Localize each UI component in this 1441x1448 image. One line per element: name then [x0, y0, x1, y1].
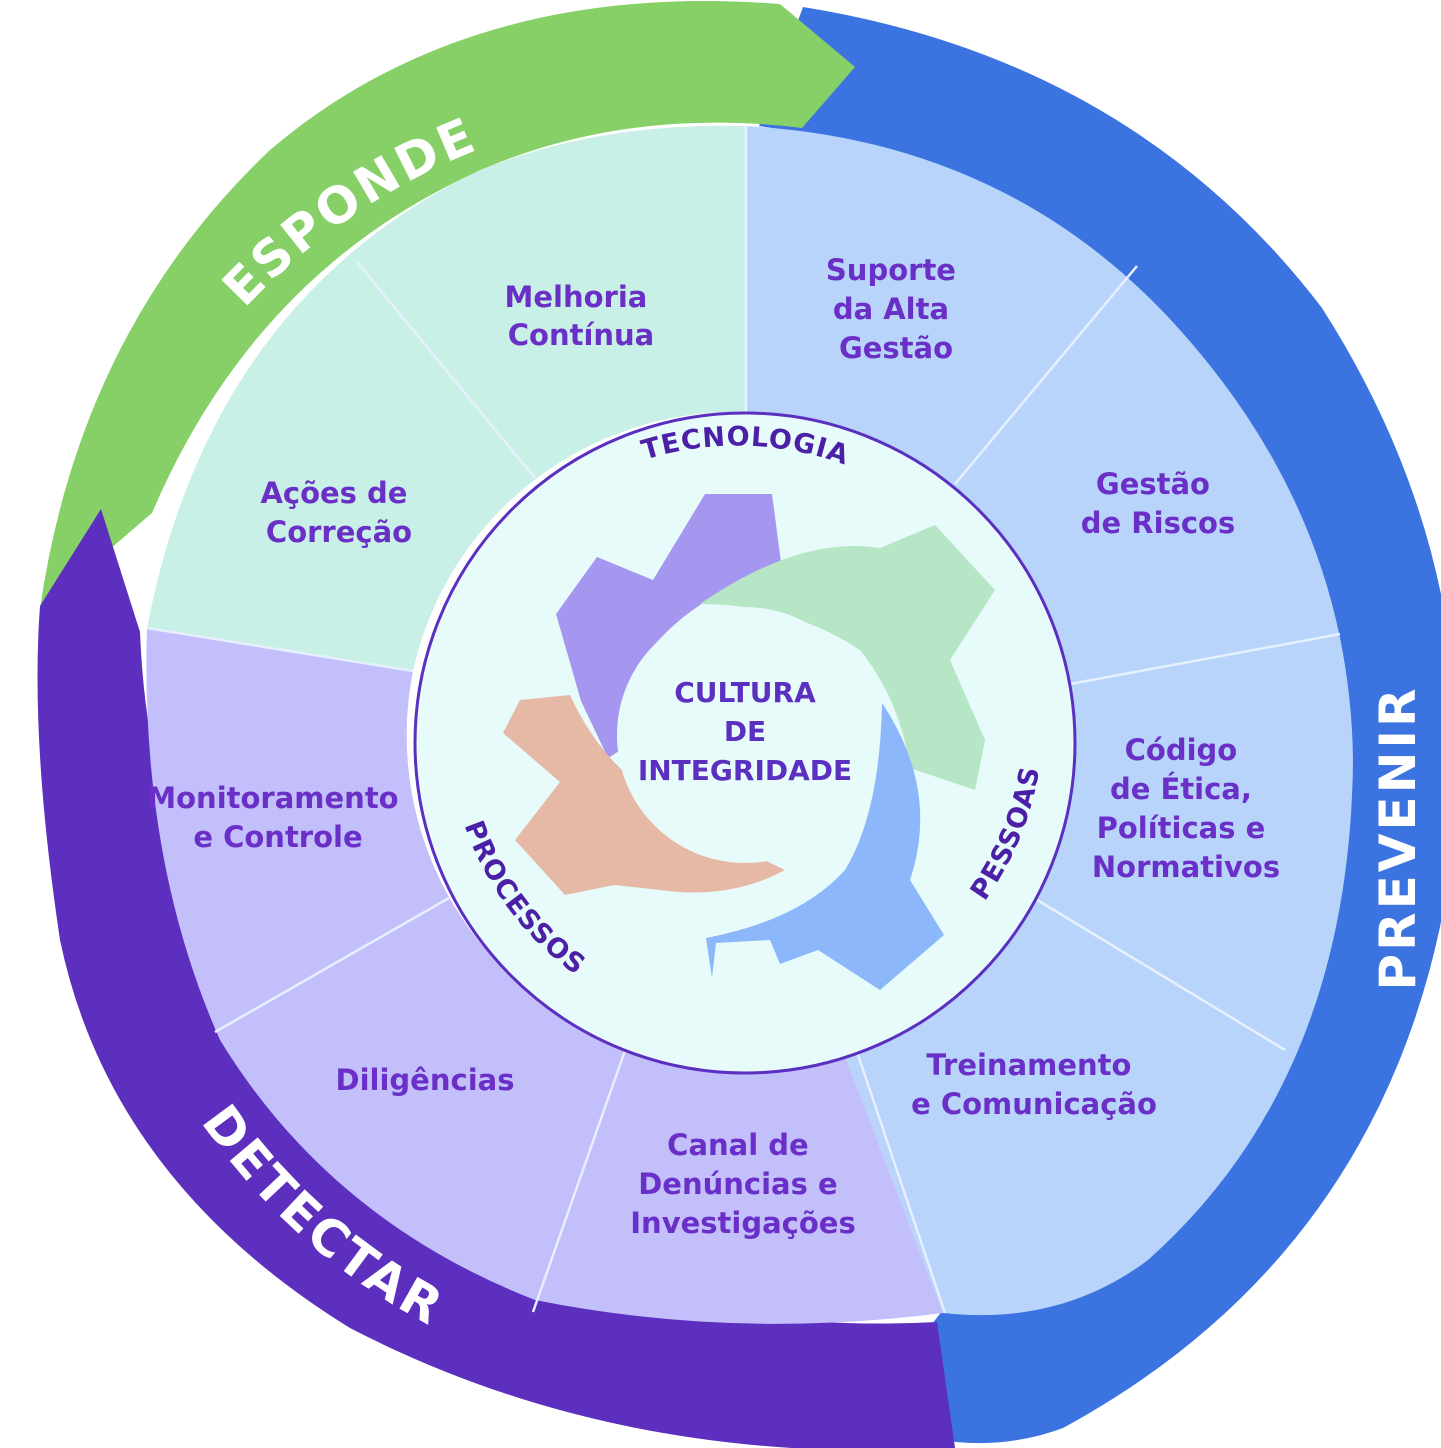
segment-codigo-de-etica: Código de Ética, Políticas e Normativos [1092, 733, 1280, 884]
detectar-arrow [37, 509, 955, 1448]
segment-acoes-line-2: Correção [266, 515, 412, 549]
gear-segment-green [700, 525, 995, 790]
segment-melhoria-line-1: Melhoria [505, 280, 648, 314]
segment-acoes-de-correcao: Ações de Correção [260, 476, 417, 549]
segment-monitoramento-line-2: e Controle [193, 820, 362, 854]
center-title-line-3: INTEGRIDADE [638, 754, 852, 787]
segment-gestao-de-riscos: Gestão de Riscos [1081, 467, 1235, 540]
segment-treinamento-line-1: Treinamento [926, 1048, 1131, 1082]
segment-riscos-line-2: de Riscos [1081, 506, 1235, 540]
segment-ring [146, 125, 1353, 1324]
segment-canal-line-3: Investigações [630, 1206, 855, 1240]
segment-canal-line-2: Denúncias e [638, 1167, 837, 1201]
prevenir-segment-area [745, 126, 1353, 1316]
segment-codigo-line-4: Normativos [1092, 850, 1280, 884]
responder-segment-area [147, 125, 745, 671]
segment-codigo-line-2: de Ética, [1110, 772, 1252, 806]
phase-prevenir: PREVENIR [1369, 685, 1427, 990]
responder-arrow [40, 1, 855, 609]
segment-acoes-line-1: Ações de [260, 476, 407, 510]
segment-riscos-line-1: Gestão [1096, 467, 1210, 501]
segment-melhoria-continua: Melhoria Contínua [505, 280, 658, 352]
segment-canal-de-denuncias: Canal de Denúncias e Investigações [630, 1128, 855, 1240]
segment-diligencias: Diligências [336, 1063, 515, 1097]
gear-segment-blue [706, 703, 944, 990]
segment-suporte-alta-gestao: Suporte da Alta Gestão [826, 253, 966, 365]
center-title: CULTURA DE INTEGRIDADE [638, 676, 852, 787]
gear-hub [617, 607, 873, 863]
segment-codigo-line-1: Código [1125, 733, 1238, 767]
integrity-gear-icon [503, 494, 995, 990]
segment-canal-line-1: Canal de [667, 1128, 809, 1162]
segment-diligencias-line-1: Diligências [336, 1063, 515, 1097]
segment-codigo-line-3: Políticas e [1097, 811, 1266, 845]
segment-melhoria-line-2: Contínua [508, 318, 655, 352]
center-title-line-2: DE [724, 715, 766, 748]
detectar-segment-area [146, 628, 944, 1324]
gear-segment-purple [556, 494, 782, 758]
segment-dividers [146, 126, 1341, 1314]
center-title-line-1: CULTURA [674, 676, 816, 709]
segment-monitoramento-line-1: Monitoramento [147, 781, 398, 815]
segment-suporte-line-3: Gestão [839, 331, 953, 365]
segment-treinamento-comunicacao: Treinamento e Comunicação [911, 1048, 1157, 1121]
segment-monitoramento-controle: Monitoramento e Controle [147, 781, 408, 854]
segment-suporte-line-1: Suporte [826, 253, 956, 287]
segment-suporte-line-2: da Alta [833, 292, 949, 326]
segment-labels: Melhoria Contínua Suporte da Alta Gestão… [147, 253, 1280, 1240]
segment-treinamento-line-2: e Comunicação [911, 1087, 1157, 1121]
